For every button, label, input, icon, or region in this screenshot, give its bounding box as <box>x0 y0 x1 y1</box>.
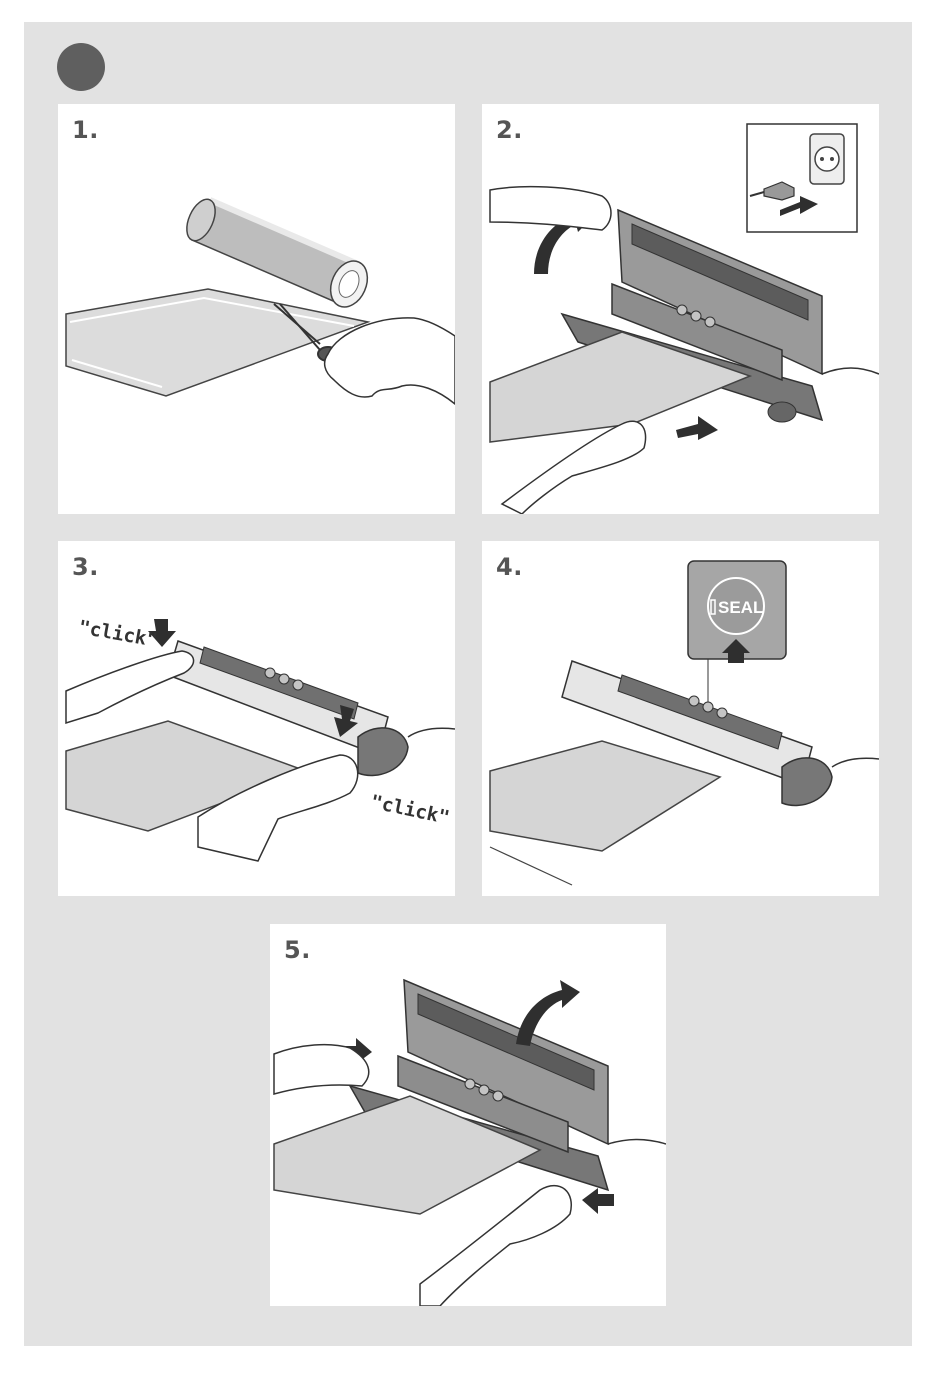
close-lid-illustration <box>58 541 455 896</box>
hand <box>66 651 194 723</box>
cut-bag-roll-illustration <box>58 104 455 514</box>
step-2-panel: 2. <box>482 104 879 514</box>
seal-button-inset: SEAL <box>688 561 786 707</box>
step-5-panel: 5. <box>270 924 666 1306</box>
step-1-panel: 1. <box>58 104 455 514</box>
hand <box>420 1186 571 1306</box>
step-number: 2. <box>496 116 523 144</box>
curved-arrow-icon <box>516 980 580 1046</box>
step-4-panel: 4. SEAL <box>482 541 879 896</box>
arrow-icon <box>676 416 718 440</box>
step-number: 4. <box>496 553 523 581</box>
arrow-icon <box>582 1188 614 1214</box>
step-number: 5. <box>284 936 311 964</box>
insert-bag-open-lid-illustration <box>482 104 879 514</box>
step-number: 3. <box>72 553 99 581</box>
step-3-panel: 3. "click" "click" <box>58 541 455 896</box>
step-indicator-dot <box>57 43 105 91</box>
power-plug-inset <box>747 124 857 232</box>
seal-button-label: SEAL <box>718 598 763 617</box>
step-number: 1. <box>72 116 99 144</box>
open-lid-remove-bag-illustration <box>270 924 666 1306</box>
hand <box>490 187 611 230</box>
press-seal-illustration: SEAL <box>482 541 879 896</box>
